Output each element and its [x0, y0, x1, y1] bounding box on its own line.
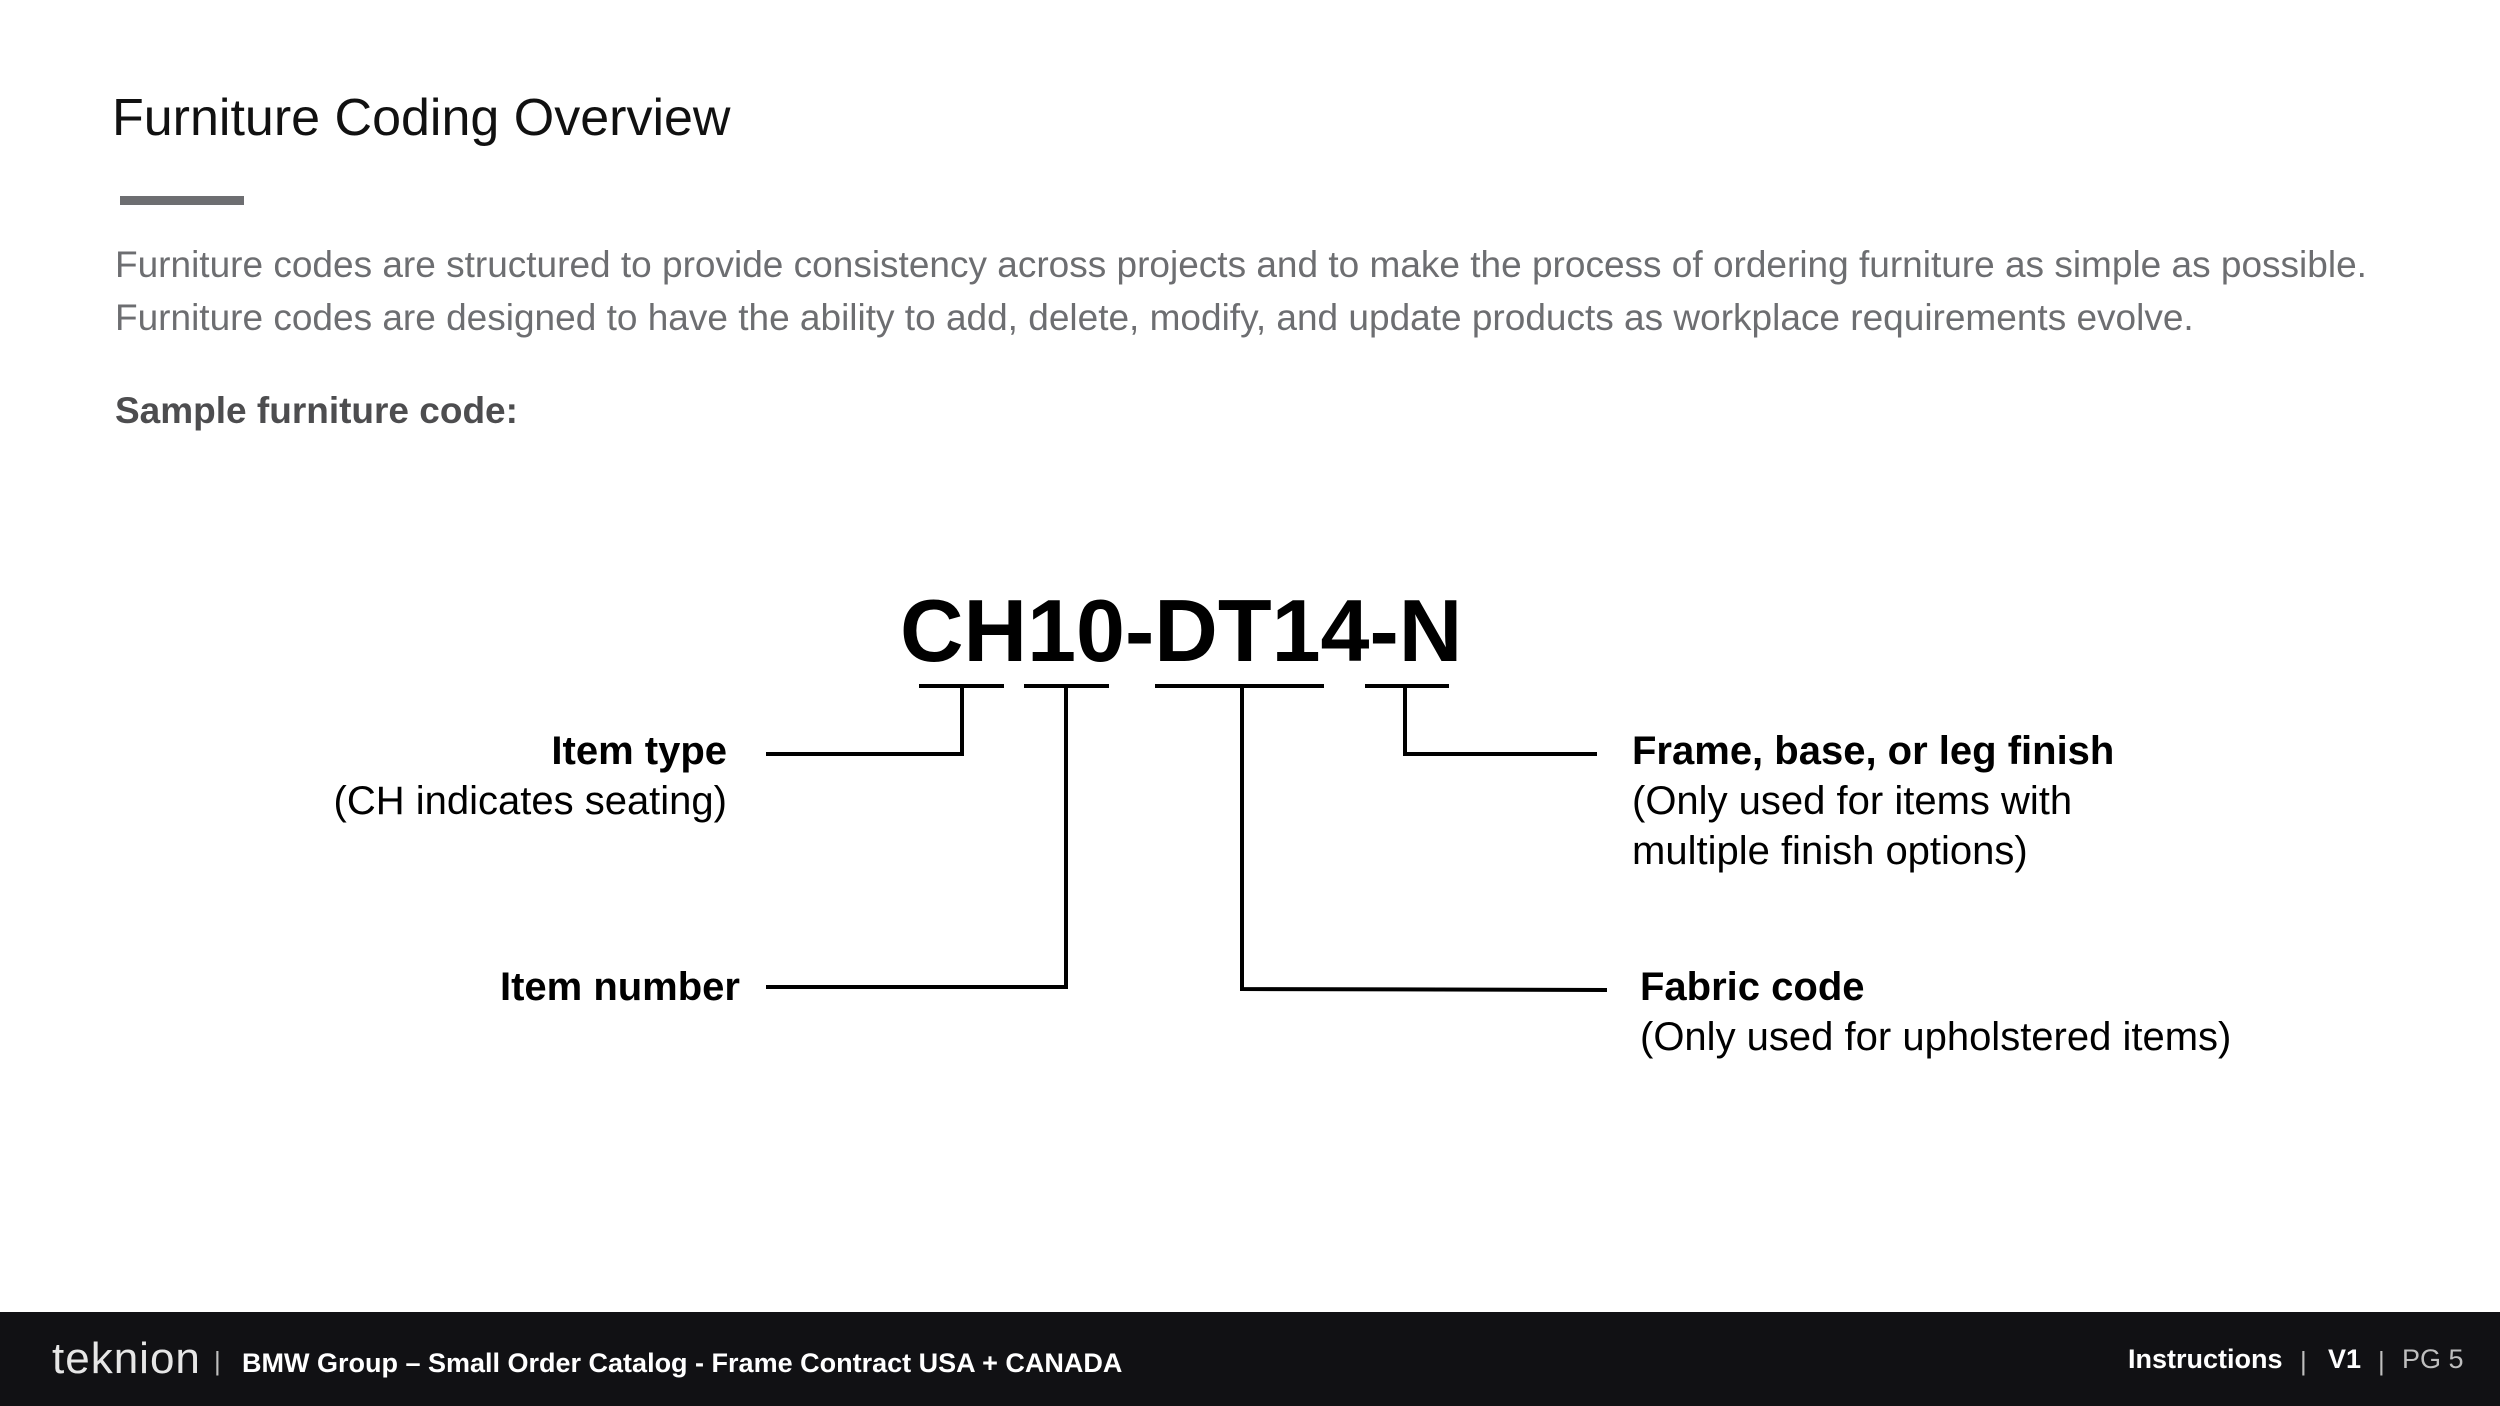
footer-separator: |: [2378, 1346, 2385, 1376]
footer-page-number: PG 5: [2402, 1344, 2464, 1374]
title-underline-rule: [120, 196, 244, 205]
intro-paragraph: Furniture codes are structured to provid…: [115, 244, 2367, 338]
label-item-number-title: Item number: [499, 965, 740, 1009]
connector-fabric-code: [1240, 684, 1608, 993]
label-fabric-code-description: (Only used for upholstered items): [1640, 1015, 2232, 1059]
footer-catalog-title: BMW Group – Small Order Catalog - Frame …: [242, 1348, 1123, 1378]
connector-item-type: [766, 684, 964, 756]
connector-item-number: [766, 684, 1068, 989]
label-fabric-code-title: Fabric code: [1640, 965, 1865, 1009]
footer-version: V1: [2328, 1344, 2362, 1374]
sample-code-label: Sample furniture code:: [115, 390, 518, 431]
label-finish-description-line2: multiple finish options): [1632, 829, 2028, 873]
label-item-type: Item type (CH indicates seating): [334, 726, 728, 826]
label-finish: Frame, base, or leg finish (Only used fo…: [1632, 726, 2114, 876]
label-finish-title: Frame, base, or leg finish: [1632, 729, 2115, 773]
footer-separator: |: [2300, 1346, 2307, 1376]
label-item-type-description: (CH indicates seating): [333, 779, 728, 823]
label-finish-description-line1: (Only used for items with: [1632, 779, 2073, 823]
teknion-logo: teknion: [52, 1334, 201, 1383]
label-item-number: Item number: [500, 962, 740, 1012]
page-title: Furniture Coding Overview: [112, 89, 731, 147]
footer-bar: teknion | BMW Group – Small Order Catalo…: [0, 1312, 2500, 1406]
sample-code: CH10-DT14-N: [900, 581, 1463, 680]
code-callout-diagram: [766, 684, 1608, 993]
connector-finish: [1403, 684, 1597, 756]
footer-separator: |: [214, 1346, 221, 1376]
label-fabric-code: Fabric code (Only used for upholstered i…: [1640, 962, 2231, 1062]
footer-section-name: Instructions: [2128, 1344, 2283, 1374]
label-item-type-title: Item type: [551, 729, 727, 773]
